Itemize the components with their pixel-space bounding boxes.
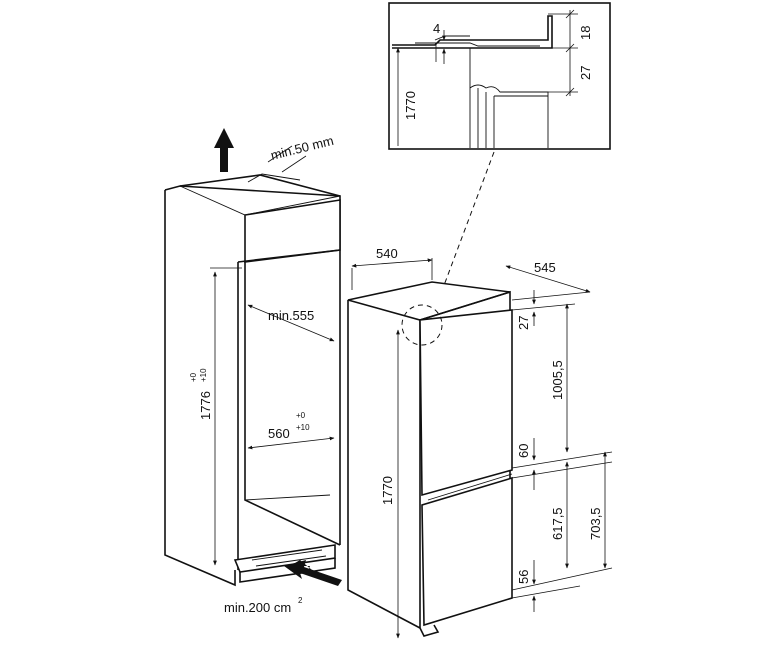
height-1770-label: 1770 [380,476,395,505]
svg-text:+10: +10 [296,423,310,432]
dim-27-label: 27 [516,316,531,330]
detail-dim-18: 18 [578,26,593,40]
detail-door-profile [469,48,495,148]
vent-up-arrow-icon [214,128,234,172]
svg-text:+0: +0 [189,372,198,382]
detail-dim-27: 27 [578,66,593,80]
detail-dim-4: 4 [433,21,440,36]
niche-cabinet: min.50 mm 1776 +0 +10 min.555 560 +0 + [164,128,342,615]
niche-width-label: 560 [268,426,290,441]
detail-inset: 4 18 27 1770 [388,2,611,150]
depth-545-label: 545 [534,260,556,275]
detail-dim-1770: 1770 [403,91,418,120]
detail-circle [401,304,443,346]
dim-60-label: 60 [516,444,531,458]
svg-text:+0: +0 [296,411,306,420]
dim-617-label: 617,5 [550,507,565,540]
fridge-unit: 540 545 1770 27 1005,5 60 617 [347,246,613,639]
detail-leader-line [433,151,495,313]
detail-frame [388,2,611,150]
min-555-label: min.555 [268,308,314,323]
svg-text:+10: +10 [199,368,208,382]
svg-text:2: 2 [298,596,303,605]
dim-1005-label: 1005,5 [550,360,565,400]
dim-703-label: 703,5 [588,507,603,540]
dim-56-label: 56 [516,570,531,584]
fridge-door-top [419,309,513,497]
width-540-label: 540 [376,246,398,261]
niche-height-label: 1776 [198,391,213,420]
fridge-door-bottom [421,476,513,627]
min-200-label: min.200 cm [224,600,291,615]
